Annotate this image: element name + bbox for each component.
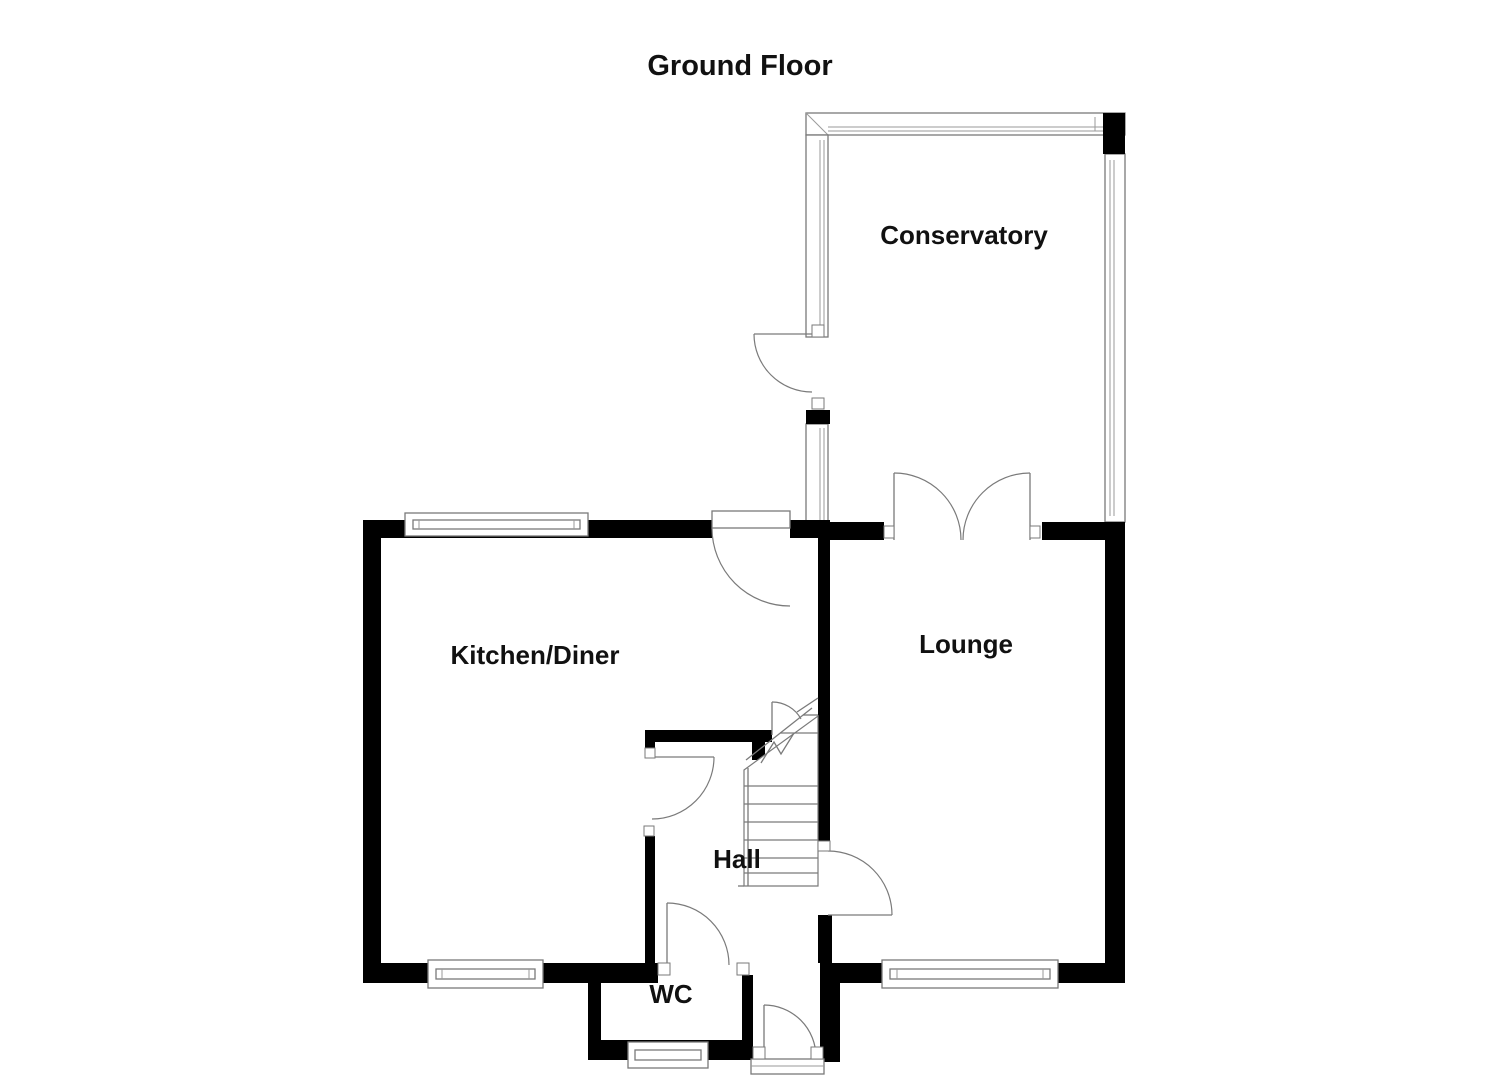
wall-kitchen-hall-divider xyxy=(645,836,655,963)
conservatory-right-glazing xyxy=(1104,153,1126,523)
hall-lounge-door xyxy=(827,850,893,916)
room-label-lounge: Lounge xyxy=(919,629,1013,659)
conservatory-top-glazing xyxy=(805,112,1126,136)
door-jambs xyxy=(643,324,1041,1060)
wall-hall-lounge-divider xyxy=(818,535,830,841)
kitchen-top-window xyxy=(404,512,589,537)
french-door-right xyxy=(962,472,1031,541)
stairs-break-line xyxy=(745,707,813,761)
wall-lounge-right xyxy=(1105,522,1125,983)
hall-conservatory-door xyxy=(711,510,791,607)
wc-window xyxy=(627,1041,709,1069)
room-label-hall: Hall xyxy=(713,844,761,874)
front-door xyxy=(750,1004,825,1075)
conservatory-corner-post xyxy=(1103,113,1125,154)
wall-below-lounge-door xyxy=(818,915,832,963)
wall-wc-right xyxy=(742,975,753,1060)
wall-lobby-right xyxy=(820,963,840,1062)
kitchen-hall-door xyxy=(651,756,715,820)
conservatory-left-glazing-upper xyxy=(805,134,829,338)
lounge-bottom-window xyxy=(881,959,1059,989)
wall-lounge-top-right xyxy=(1042,522,1125,540)
french-door-left xyxy=(893,472,962,541)
wall-hall-top-cap xyxy=(645,730,655,748)
wall-wc-left xyxy=(588,973,601,1060)
wall-top-mid xyxy=(790,520,830,538)
wall-stair-stub xyxy=(752,738,765,760)
staircase xyxy=(738,697,819,887)
understairs-door xyxy=(771,701,802,735)
kitchen-bottom-window xyxy=(427,959,544,989)
wall-hall-top xyxy=(645,730,772,742)
windows xyxy=(404,512,1059,1069)
conservatory-glazing xyxy=(805,112,1126,523)
stairs-break-zigzag xyxy=(760,732,795,764)
conservatory-side-door xyxy=(753,333,813,393)
wall-lounge-top-left xyxy=(830,522,884,540)
room-label-conservatory: Conservatory xyxy=(880,220,1048,250)
room-label-wc: WC xyxy=(649,979,693,1009)
room-label-kitchen-diner: Kitchen/Diner xyxy=(450,640,619,670)
wc-door xyxy=(666,902,730,966)
conservatory-door-cap xyxy=(806,410,830,424)
wall-kitchen-left xyxy=(363,520,381,983)
page-title: Ground Floor xyxy=(647,50,832,82)
doors xyxy=(651,333,1031,1075)
conservatory-left-glazing-lower xyxy=(805,423,829,523)
